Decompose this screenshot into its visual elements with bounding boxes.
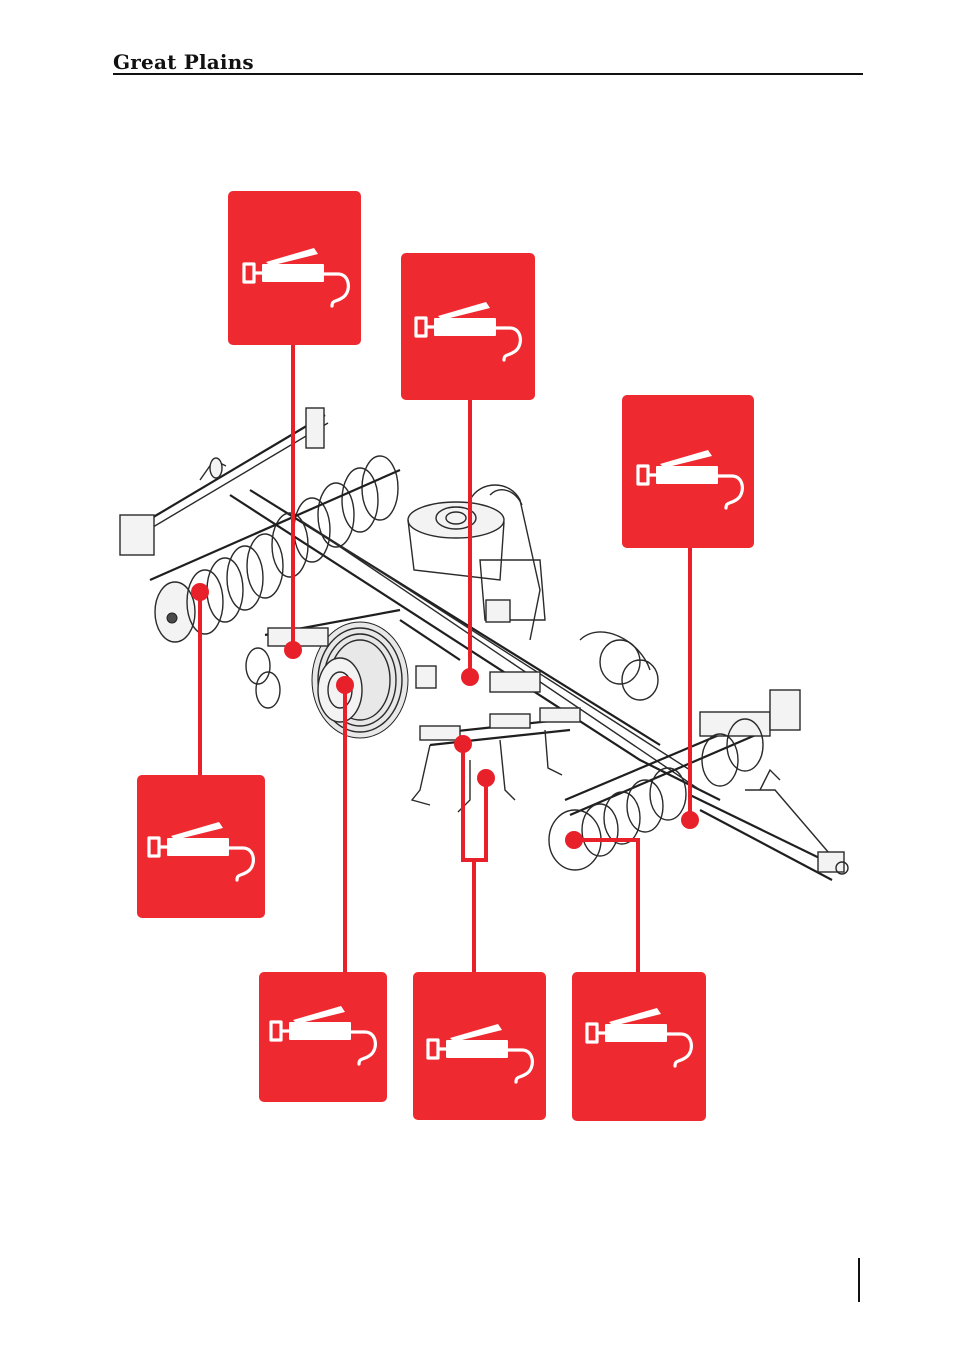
lube-point-ripper-a <box>454 735 472 753</box>
leader-rear-disc-gang <box>574 840 638 972</box>
callout-ripper-shanks <box>413 972 546 1120</box>
lube-point-center-pivot <box>461 668 479 686</box>
callout-hitch <box>622 395 754 548</box>
lube-point-wheel-hub <box>336 676 354 694</box>
callout-front-frame <box>228 191 361 345</box>
callout-wheel-hub <box>259 972 387 1102</box>
lube-point-disc-gang <box>191 583 209 601</box>
lube-point-rear-disc <box>565 831 583 849</box>
lube-point-front-frame <box>284 641 302 659</box>
callout-center-pivot <box>401 253 535 400</box>
lube-points <box>191 583 699 849</box>
callout-rear-disc-gang <box>572 972 706 1121</box>
leader-lines <box>200 345 690 972</box>
callout-disc-gang-pivot <box>137 775 265 918</box>
lube-point-hitch <box>681 811 699 829</box>
lube-point-ripper-b <box>477 769 495 787</box>
